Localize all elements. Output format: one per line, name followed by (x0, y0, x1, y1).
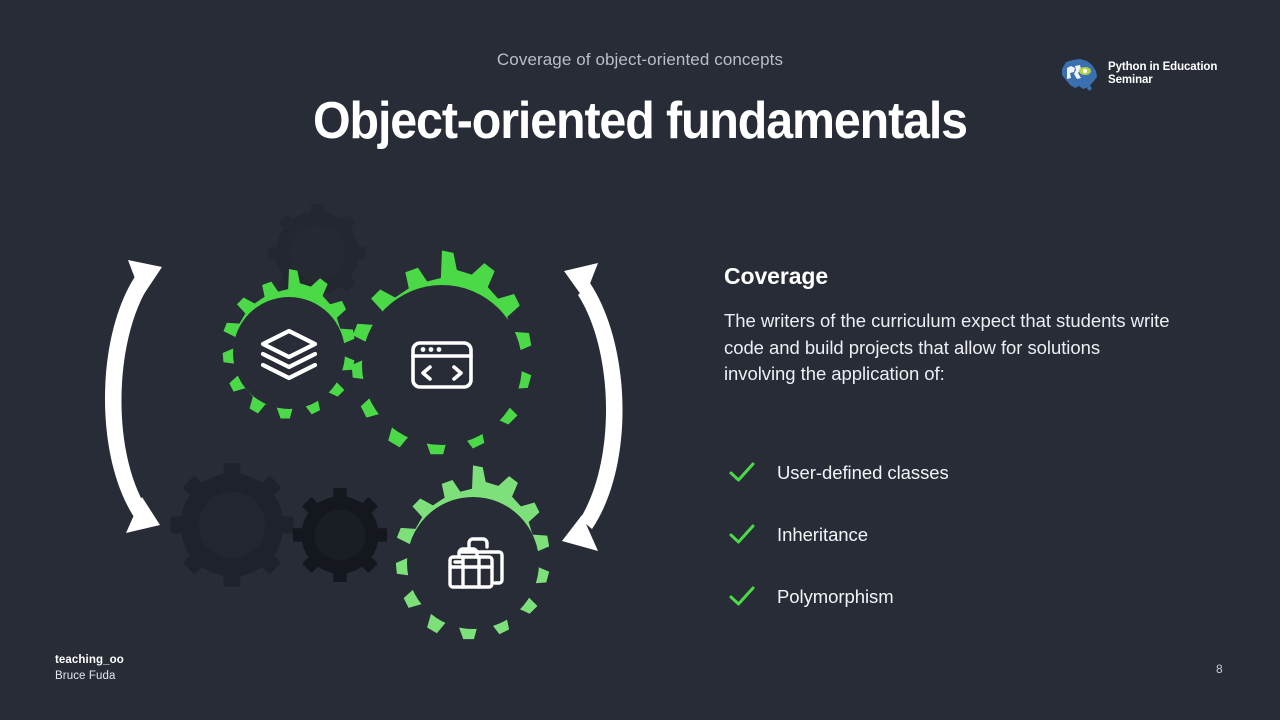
interlocking-gears-illustration (90, 185, 670, 665)
code-browser-window-icon (411, 341, 473, 389)
slide-footer: teaching_oo Bruce Fuda (55, 653, 124, 684)
gear-decorative-mid (292, 487, 388, 583)
coverage-heading: Coverage (724, 263, 829, 289)
coverage-body-text: The writers of the curriculum expect tha… (724, 310, 1170, 384)
check-label: Inheritance (777, 524, 868, 545)
coverage-panel: Coverage The writers of the curriculum e… (724, 263, 1194, 388)
page-number: 8 (1216, 662, 1223, 676)
list-item: Inheritance (725, 512, 1185, 558)
brand-logo-text: Python in Education Seminar (1108, 60, 1218, 87)
coverage-checklist: User-defined classes Inheritance Polymor… (725, 450, 1185, 636)
rotation-arrow-right (562, 263, 623, 551)
australia-python-logo-icon (1056, 56, 1100, 92)
gear-portfolio (395, 465, 550, 640)
layers-stack-icon (260, 328, 318, 381)
check-label: User-defined classes (777, 462, 949, 483)
check-icon (725, 518, 759, 552)
list-item: Polymorphism (725, 574, 1185, 620)
footer-deck-title: teaching_oo (55, 654, 124, 666)
check-icon (725, 456, 759, 490)
briefcase-portfolio-icon (448, 537, 504, 589)
list-item: User-defined classes (725, 450, 1185, 496)
brand-logo: Python in Education Seminar (1056, 56, 1217, 92)
rotation-arrow-left (104, 260, 162, 533)
slide-eyebrow: Coverage of object-oriented concepts (496, 50, 784, 69)
gear-decorative-left (170, 463, 294, 587)
footer-author: Bruce Fuda (55, 669, 116, 682)
check-label: Polymorphism (777, 586, 894, 607)
gear-code-window (351, 250, 532, 455)
gear-layers (222, 269, 355, 419)
page-title: Object-oriented fundamentals (313, 92, 968, 150)
check-icon (725, 580, 759, 614)
